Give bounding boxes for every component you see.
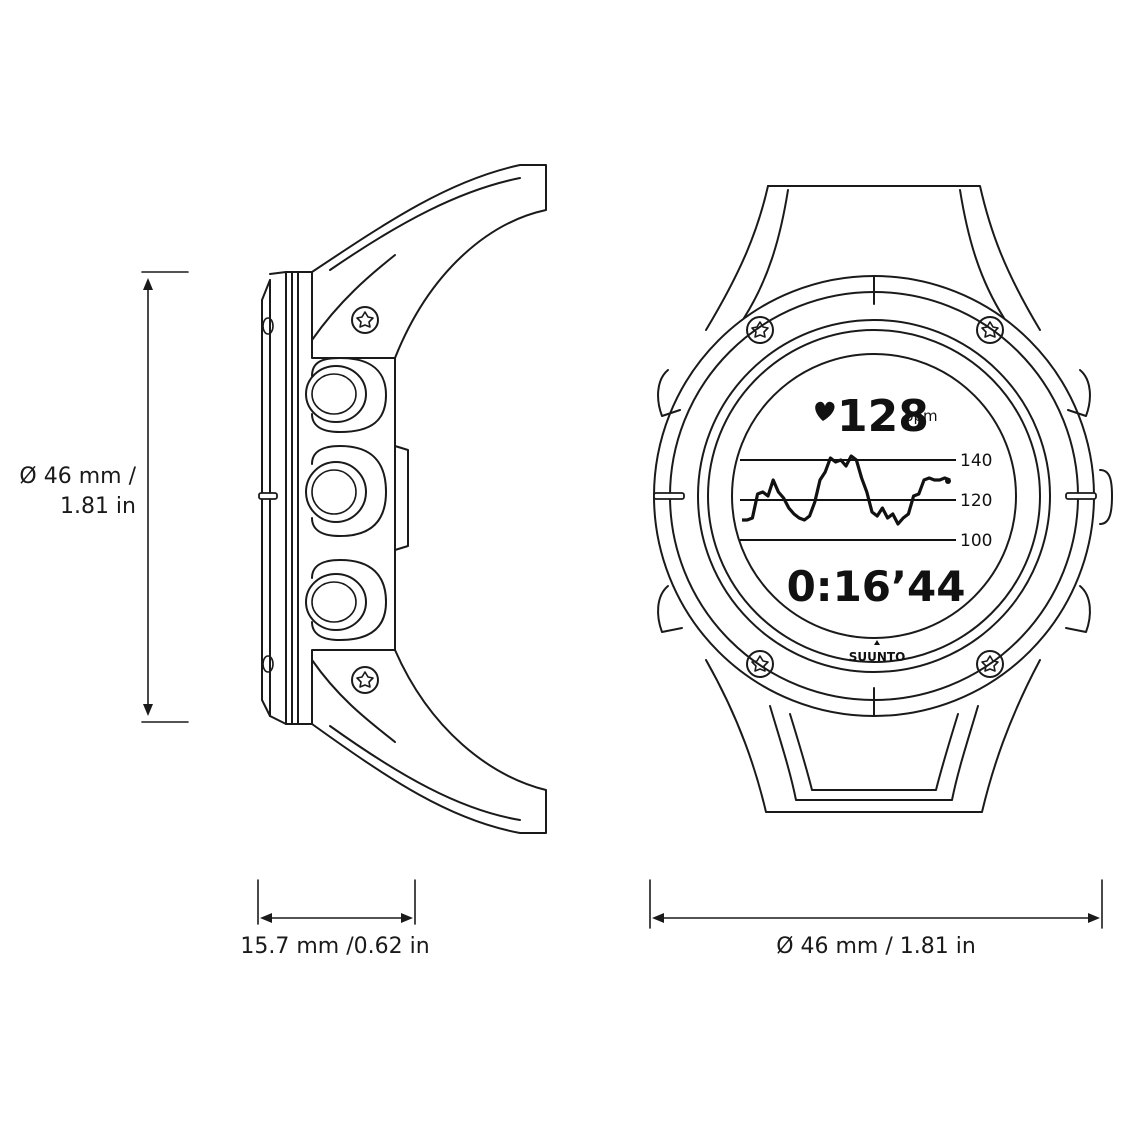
side-button-bottom <box>305 559 387 641</box>
heart-rate-current-point <box>945 478 951 484</box>
heart-rate-value: 128 <box>837 391 929 442</box>
depth-label: 15.7 mm /0.62 in <box>240 934 430 959</box>
bezel-screw <box>976 650 1004 678</box>
vertical-diameter-line1: Ø 46 mm / <box>19 464 136 489</box>
horizontal-diameter-label: Ø 46 mm / 1.81 in <box>776 934 976 959</box>
heart-rate-unit: bpm <box>904 407 938 425</box>
vertical-dimension-line <box>141 271 189 723</box>
heart-rate-chart: 140 120 100 <box>740 451 992 551</box>
chart-tick-label: 140 <box>960 451 992 471</box>
watch-display: 128 bpm 140 120 100 0:16’44 SUUNTO <box>740 391 992 664</box>
vertical-diameter-label: Ø 46 mm / 1.81 in <box>0 462 136 522</box>
side-button-top <box>305 357 387 433</box>
side-button-middle <box>305 445 387 537</box>
bezel-screw <box>976 316 1004 344</box>
heart-rate-line <box>742 454 951 526</box>
elapsed-time: 0:16’44 <box>787 562 966 611</box>
vertical-diameter-line2: 1.81 in <box>59 494 136 519</box>
heart-icon <box>815 401 835 421</box>
chart-tick-label: 120 <box>960 491 992 511</box>
watch-side-view <box>258 164 547 834</box>
chart-tick-label: 100 <box>960 531 992 551</box>
watch-front-view: 128 bpm 140 120 100 0:16’44 SUUNTO <box>653 185 1113 813</box>
bezel-screw <box>746 650 774 678</box>
depth-dimension-line <box>257 879 416 925</box>
brand-logo: SUUNTO <box>849 650 906 664</box>
width-dimension-line <box>649 879 1103 929</box>
brand-arrow-icon <box>874 640 880 645</box>
bezel-screw <box>746 316 774 344</box>
